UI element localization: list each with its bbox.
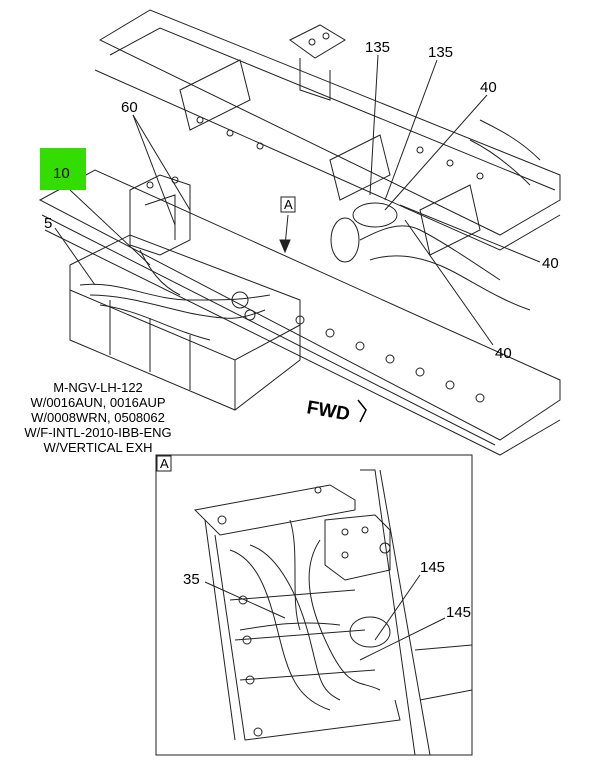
view-marker-label: A xyxy=(284,197,293,212)
caption-line: W/VERTICAL EXH xyxy=(43,440,153,455)
highlighted-callout-box xyxy=(40,148,86,190)
detail-drawing xyxy=(193,469,473,756)
callout-10: 10 xyxy=(53,165,70,182)
callout-40-top: 40 xyxy=(480,79,497,96)
view-marker-box xyxy=(280,196,296,213)
detail-marker-box xyxy=(156,455,172,472)
caption-line: M-NGV-LH-122 xyxy=(53,380,143,395)
callout-60: 60 xyxy=(121,99,138,116)
callout-145-lower: 145 xyxy=(446,604,471,621)
callout-40-bottom: 40 xyxy=(495,345,512,362)
config-caption: M-NGV-LH-122 W/0016AUN, 0016AUP W/0008WR… xyxy=(8,380,188,455)
callout-35: 35 xyxy=(183,571,200,588)
top-bracket xyxy=(289,24,346,101)
callout-40-right: 40 xyxy=(542,255,559,272)
caption-line: W/F-INTL-2010-IBB-ENG xyxy=(24,425,172,440)
leader-lines xyxy=(54,54,541,346)
battery-box xyxy=(69,174,301,411)
caption-line: W/0008WRN, 0508062 xyxy=(31,410,165,425)
callout-145-upper: 145 xyxy=(420,559,445,576)
callout-135-left: 135 xyxy=(365,39,390,56)
callout-135-right: 135 xyxy=(428,44,453,61)
fwd-indicator: FWD xyxy=(305,397,367,425)
caption-line: W/0016AUN, 0016AUP xyxy=(30,395,166,410)
detail-view-frame xyxy=(155,454,473,756)
detail-marker-label: A xyxy=(160,456,169,471)
fwd-label: FWD xyxy=(305,397,351,425)
callout-5: 5 xyxy=(44,215,52,232)
